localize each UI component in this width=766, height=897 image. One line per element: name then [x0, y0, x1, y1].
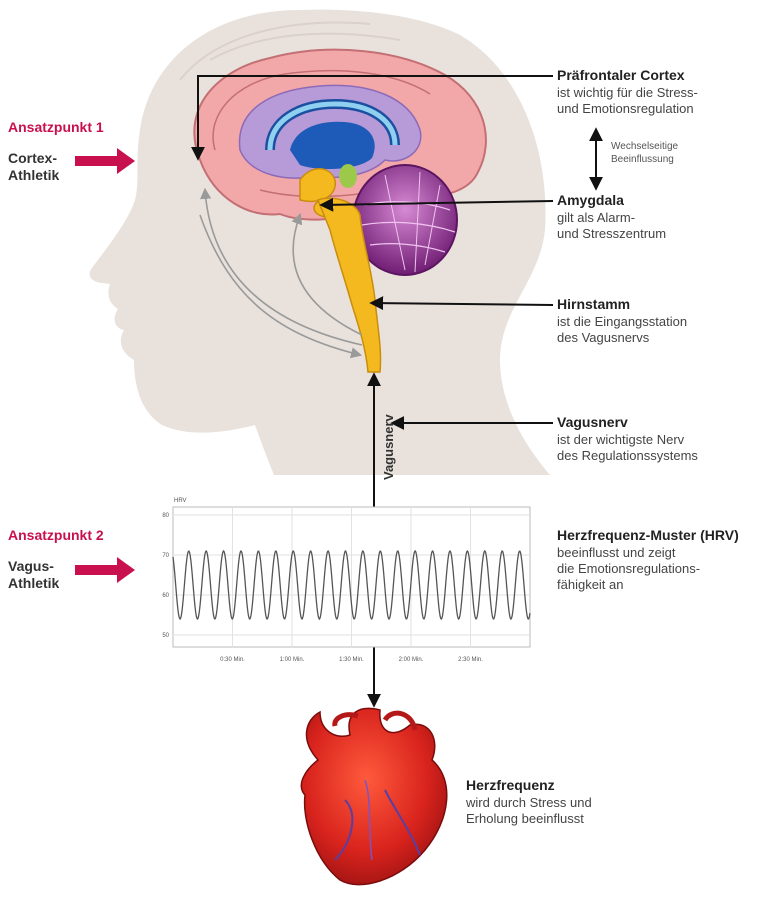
hrv-xtick-label: 0:30 Min.	[220, 657, 245, 663]
brainstem-annotation: Hirnstamm ist die Eingangsstation des Va…	[557, 296, 687, 346]
hrv-annotation: Herzfrequenz-Muster (HRV) beeinflusst un…	[557, 527, 739, 593]
heart	[301, 708, 446, 884]
hrv-title: Herzfrequenz-Muster (HRV)	[557, 527, 739, 545]
vagus-athletik-label: Vagus- Athletik	[8, 558, 59, 592]
ansatz-1-label: Ansatzpunkt 1	[8, 119, 104, 135]
hrv-yticks: 50 60 70 80	[162, 513, 169, 639]
heart-description: wird durch Stress und Erholung beeinflus…	[466, 795, 592, 828]
hrv-description: beeinflusst und zeigt die Emotionsregula…	[557, 545, 739, 594]
heart-annotation: Herzfrequenz wird durch Stress und Erhol…	[466, 777, 592, 827]
hrv-xtick-label: 2:00 Min.	[399, 657, 424, 663]
amygdala-description: gilt als Alarm- und Stresszentrum	[557, 210, 666, 243]
brainstem-title: Hirnstamm	[557, 296, 687, 314]
amygdala-annotation: Amygdala gilt als Alarm- und Stresszentr…	[557, 192, 666, 242]
interplay-note: Wechselseitige Beeinflussung	[611, 141, 678, 166]
hrv-xtick-label: 1:00 Min.	[280, 657, 305, 663]
hrv-ylabel: HRV	[174, 498, 187, 504]
brainstem-description: ist die Eingangsstation des Vagusnervs	[557, 314, 687, 347]
vagus-title: Vagusnerv	[557, 414, 698, 432]
cortex-title: Präfrontaler Cortex	[557, 67, 698, 85]
cortex-athletik-label: Cortex- Athletik	[8, 150, 59, 184]
heart-title: Herzfrequenz	[466, 777, 592, 795]
hrv-ytick-label: 60	[162, 593, 169, 599]
ansatz-2-label: Ansatzpunkt 2	[8, 527, 104, 543]
cortex-description: ist wichtig für die Stress- und Emotions…	[557, 85, 698, 118]
hrv-ytick-label: 80	[162, 513, 169, 519]
ansatz-arrows	[75, 148, 135, 583]
hrv-ytick-label: 70	[162, 553, 169, 559]
cortex-annotation: Präfrontaler Cortex ist wichtig für die …	[557, 67, 698, 117]
vagus-vertical-label: Vagusnerv	[381, 414, 396, 480]
hrv-chart: HRV 50 60 70 80 0:30 Min. 1:00 Min. 1:30 Min.…	[162, 498, 530, 663]
hrv-xtick-label: 1:30 Min.	[339, 657, 364, 663]
vagus-description: ist der wichtigste Nerv des Regulationss…	[557, 432, 698, 465]
cerebellum	[353, 165, 457, 275]
hrv-xtick-label: 2:30 Min.	[458, 657, 483, 663]
vagus-annotation: Vagusnerv ist der wichtigste Nerv des Re…	[557, 414, 698, 464]
hrv-xticks: 0:30 Min. 1:00 Min. 1:30 Min. 2:00 Min. 2:30…	[220, 657, 483, 663]
hrv-ytick-label: 50	[162, 633, 169, 639]
amygdala-title: Amygdala	[557, 192, 666, 210]
